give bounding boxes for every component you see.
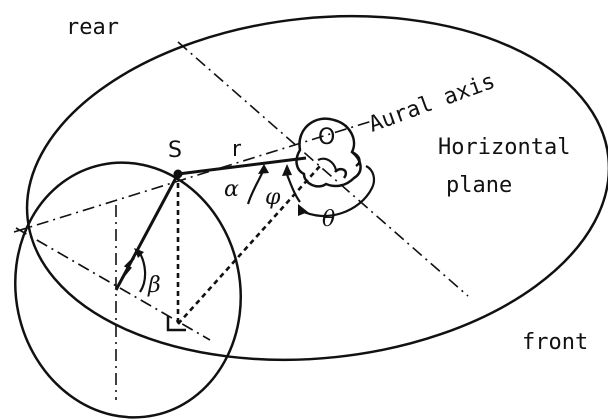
source-label: S (168, 138, 182, 163)
phi-label: φ (265, 185, 281, 210)
horizontal-plane-label-line1: Horizontal (438, 135, 570, 160)
front-label: front (522, 330, 588, 355)
beta-arrowhead (134, 248, 144, 258)
theta-label: θ (322, 207, 335, 232)
theta-arc (299, 165, 376, 218)
phi-arc (284, 171, 301, 203)
aural-axis-line (13, 120, 373, 233)
distance-label: r (232, 137, 242, 162)
origin-arrow (317, 157, 338, 171)
vertical-plane-ellipse (14, 161, 242, 419)
origin-label: O (318, 125, 335, 150)
source-point (173, 169, 183, 179)
phi-arrowhead (282, 164, 292, 176)
alpha-label: α (224, 177, 239, 202)
horizontal-plane-ellipse (25, 14, 608, 362)
radius-line (177, 156, 307, 176)
beta-label: β (147, 273, 161, 298)
nose-icon (351, 150, 361, 168)
ear-icon (334, 167, 348, 179)
front-rear-axis (177, 41, 469, 297)
right-angle-marker (166, 316, 186, 332)
aural-axis-label: Aural axis (366, 69, 499, 138)
alpha-arrowhead (258, 164, 269, 174)
rear-label: rear (66, 15, 119, 40)
head-icon (295, 117, 362, 188)
zigzag-marker (121, 257, 135, 279)
projection-to-head-line (177, 165, 321, 325)
horizontal-plane-label-line2: plane (446, 173, 512, 198)
theta-arrowhead (298, 204, 308, 216)
